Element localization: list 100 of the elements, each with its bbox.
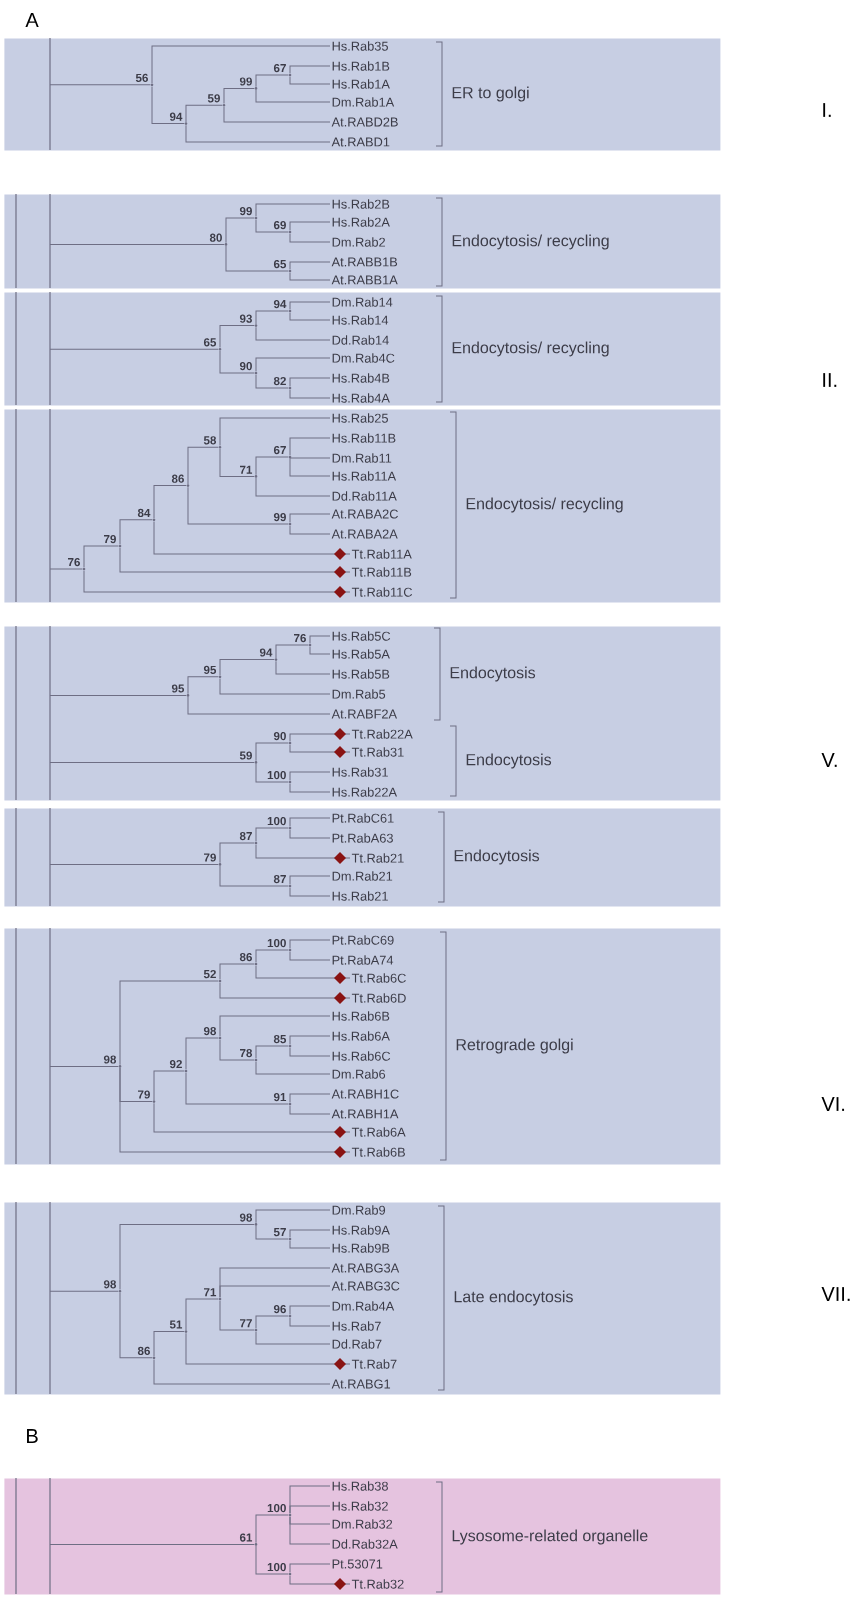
tree-branch bbox=[289, 233, 331, 243]
tree-branch bbox=[185, 104, 223, 123]
tree-branch bbox=[153, 1070, 185, 1101]
tree-branch bbox=[255, 326, 331, 341]
tree-branch bbox=[153, 485, 187, 519]
tree-branch bbox=[309, 646, 331, 655]
tree-branch bbox=[289, 1093, 331, 1103]
tree-branch bbox=[49, 1065, 119, 1067]
tree-branch bbox=[255, 1225, 289, 1240]
tree-branch bbox=[289, 744, 351, 753]
tree-branch bbox=[289, 76, 331, 85]
tree-branch bbox=[187, 696, 331, 715]
tree-branch bbox=[255, 949, 289, 963]
tree-branch bbox=[225, 245, 289, 272]
tree-branch bbox=[289, 887, 331, 897]
tree-branch bbox=[185, 1298, 219, 1331]
tree-branch bbox=[219, 350, 255, 374]
tree-branch bbox=[185, 1037, 219, 1070]
tree-branch bbox=[255, 310, 289, 325]
tree-branch bbox=[187, 676, 219, 695]
tree-branch bbox=[255, 763, 289, 783]
tree-branch bbox=[289, 301, 331, 310]
tree-branch bbox=[289, 783, 331, 793]
tree-branch bbox=[289, 377, 331, 387]
tree-branch bbox=[289, 1505, 331, 1514]
tree-branch bbox=[289, 272, 331, 281]
tree-branch bbox=[255, 219, 289, 233]
tree-branch bbox=[289, 525, 331, 535]
panel-label: B bbox=[27, 1429, 38, 1443]
tree-branch bbox=[255, 456, 289, 476]
tree-branch bbox=[255, 1209, 331, 1224]
clade-label: Endocytosis/ recycling bbox=[452, 341, 609, 357]
clade-label: Endocytosis/ recycling bbox=[466, 497, 623, 513]
tree-branch bbox=[119, 519, 153, 545]
tree-branch bbox=[219, 678, 331, 695]
tree-branch bbox=[219, 417, 331, 446]
tree-branch bbox=[223, 106, 331, 123]
tree-branch bbox=[289, 817, 331, 827]
clade-label: Retrograde golgi bbox=[456, 1038, 573, 1054]
tree-branch bbox=[289, 457, 331, 460]
tree-branch bbox=[289, 829, 331, 839]
tree-branch bbox=[289, 1035, 331, 1045]
tree-branch bbox=[119, 1067, 351, 1153]
tree-branch bbox=[153, 521, 351, 555]
tree-branch bbox=[289, 458, 331, 477]
panel-label: VI. bbox=[821, 1097, 845, 1111]
tree-branch bbox=[255, 357, 331, 372]
tree-branch bbox=[289, 1105, 331, 1115]
panel-label: I. bbox=[823, 103, 831, 117]
tree-branch bbox=[255, 1545, 289, 1575]
tree-branch bbox=[83, 570, 351, 593]
tree-branch bbox=[219, 448, 255, 477]
panel-label: II. bbox=[823, 373, 837, 387]
tree-branch bbox=[289, 312, 331, 321]
tree-branch bbox=[289, 939, 331, 949]
tree-branch bbox=[187, 486, 289, 525]
tree-branch bbox=[255, 827, 289, 842]
tree-branch bbox=[275, 660, 331, 675]
tree-branch bbox=[223, 87, 255, 104]
tree-branch bbox=[255, 374, 289, 389]
tree-branch bbox=[185, 1332, 351, 1365]
tree-branch bbox=[255, 965, 351, 979]
tree-branch bbox=[219, 1039, 255, 1061]
tree-branch bbox=[289, 261, 331, 270]
clade-label: Lysosome-related organelle bbox=[452, 1529, 648, 1545]
clade-label: Endocytosis bbox=[466, 753, 552, 769]
tree-branch bbox=[289, 1229, 331, 1238]
tree-branch bbox=[255, 477, 331, 497]
tree-branch bbox=[289, 1516, 331, 1545]
tree-branch bbox=[153, 1102, 351, 1133]
tree-branch bbox=[119, 1292, 153, 1359]
tree-branch bbox=[219, 1285, 331, 1298]
tree-branch bbox=[255, 1045, 289, 1059]
clade-label: Endocytosis bbox=[450, 666, 536, 682]
clade-label: Endocytosis bbox=[454, 849, 540, 865]
tree-branch bbox=[289, 771, 331, 781]
tree-branch bbox=[289, 437, 331, 456]
tree-branch bbox=[83, 545, 119, 568]
tree-branch bbox=[255, 1514, 289, 1544]
panel-label: VII. bbox=[821, 1287, 850, 1301]
tree-branch bbox=[49, 694, 187, 696]
tree-branch bbox=[185, 1072, 289, 1105]
tree-branch bbox=[219, 659, 275, 676]
tree-branch bbox=[255, 844, 351, 859]
tree-branch bbox=[185, 124, 331, 143]
clade-label: Endocytosis/ recycling bbox=[452, 234, 609, 250]
tree-branch bbox=[289, 951, 331, 961]
tree-branch bbox=[151, 86, 185, 125]
tree-branch bbox=[289, 1305, 331, 1315]
tree-branch bbox=[289, 1575, 351, 1585]
clade-label: ER to golgi bbox=[452, 86, 529, 102]
tree-branch bbox=[49, 348, 219, 350]
tree-branch bbox=[49, 568, 83, 570]
tree-branch bbox=[255, 203, 331, 217]
tree-branch bbox=[255, 1061, 331, 1075]
tree-branch bbox=[49, 1543, 255, 1545]
tree-branch bbox=[219, 1300, 255, 1331]
tree-branch bbox=[219, 842, 255, 864]
tree-branch bbox=[49, 243, 225, 245]
tree-branch bbox=[219, 963, 255, 980]
